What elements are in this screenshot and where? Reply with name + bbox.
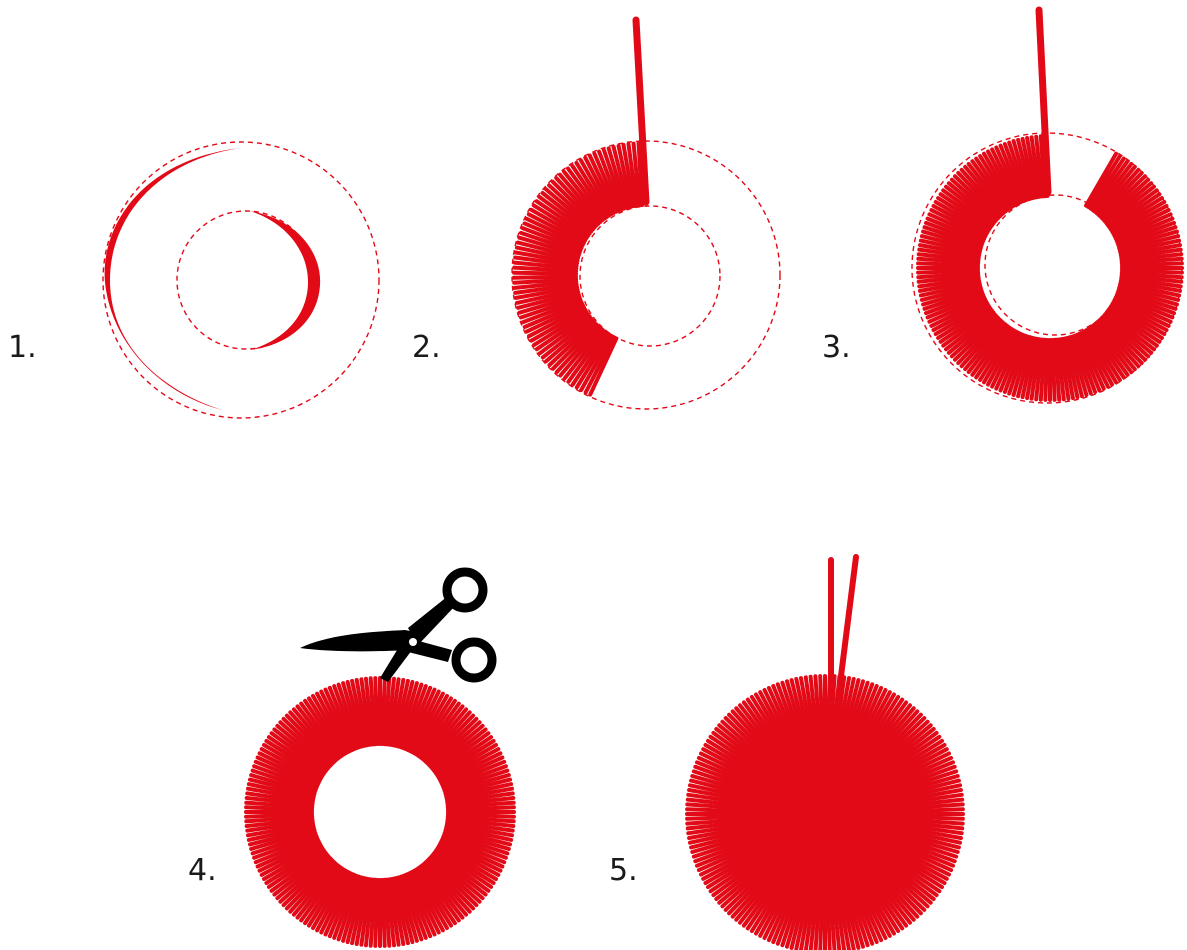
yarn-wrap	[514, 277, 576, 278]
yarn-wrap	[246, 814, 312, 816]
step-2-inner-guide	[580, 206, 720, 346]
yarn-wrap	[382, 880, 384, 946]
step-1-outer-guide	[103, 142, 379, 418]
step-3-figure	[912, 10, 1182, 403]
step-5-figure	[687, 557, 963, 950]
step-2-figure	[512, 20, 780, 409]
step-1-outer-yarn	[105, 148, 240, 410]
yarn-wrap	[1122, 263, 1182, 265]
yarn-wrap	[1053, 340, 1055, 400]
step-1-inner-yarn	[250, 211, 320, 350]
step-4-yarn-wraps	[246, 678, 514, 946]
step-1-figure	[103, 142, 379, 418]
yarn-wrap	[918, 271, 978, 273]
scissors-icon	[300, 572, 492, 682]
yarn-wrap	[514, 273, 576, 274]
step-4-figure	[246, 572, 514, 946]
step-5-pompom-center	[740, 732, 900, 892]
yarn-wrap	[448, 807, 514, 809]
yarn-wrap	[375, 678, 377, 744]
step-2-yarn-wraps	[514, 143, 642, 394]
